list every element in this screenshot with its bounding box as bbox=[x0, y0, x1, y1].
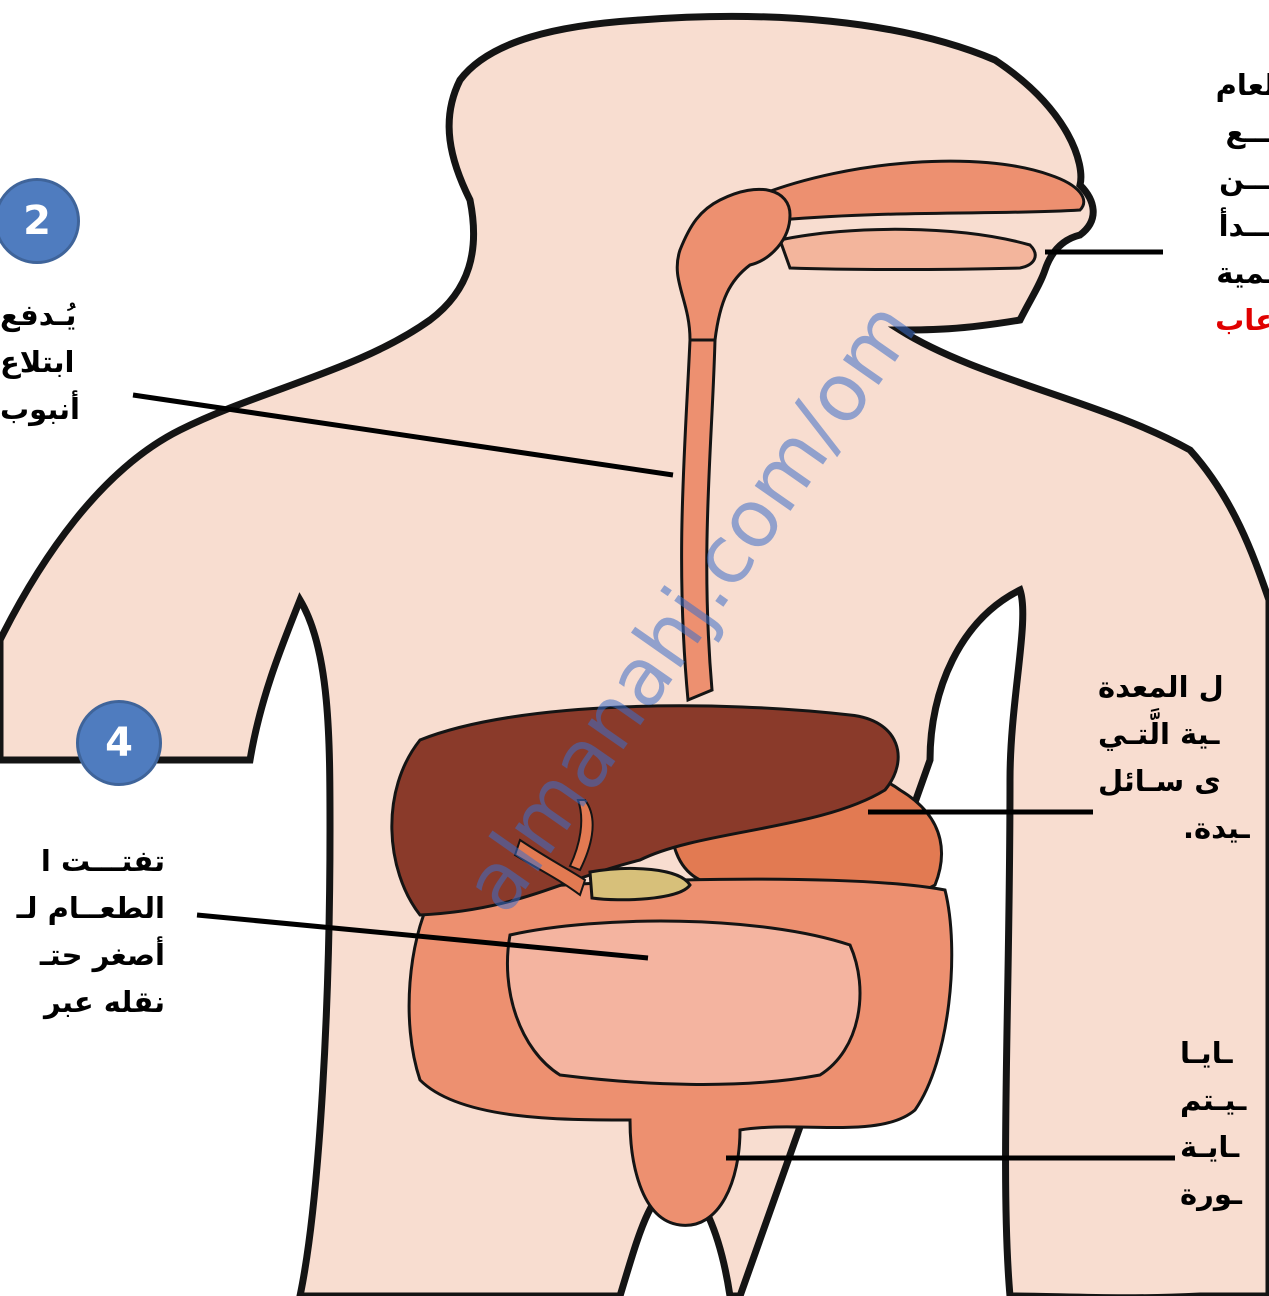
label-large-intestine-line: ـايـا bbox=[1180, 1030, 1269, 1077]
step-badge-4: 4 bbox=[76, 700, 162, 786]
label-large-intestine-line: ـورة bbox=[1180, 1171, 1269, 1218]
small-intestine bbox=[507, 921, 860, 1084]
label-small-intestine-line: الطعــام لـ bbox=[0, 885, 165, 932]
label-mouth-line: ـــن bbox=[1175, 156, 1269, 203]
label-mouth-line: ـمية bbox=[1175, 250, 1269, 297]
label-stomach-line: ل المعدة bbox=[1098, 664, 1269, 711]
label-small-intestine-line: نقله عبر bbox=[0, 979, 165, 1026]
label-large-intestine-line: ـيـتم bbox=[1180, 1077, 1269, 1124]
label-stomach-line: ـيدة. bbox=[1098, 805, 1269, 852]
label-esophagus-line: أنبوب bbox=[0, 386, 110, 433]
label-small-intestine: تفتـــت ا الطعــام لـ أصغر حتـ نقله عبر bbox=[0, 838, 165, 1026]
label-stomach-line: ى سـائل bbox=[1098, 758, 1269, 805]
label-mouth-line: لعام bbox=[1175, 62, 1269, 109]
label-mouth: لعام ـــع ـــن ـــدأ ـمية عاب bbox=[1175, 62, 1269, 344]
label-large-intestine: ـايـا ـيـتم ـايـة ـورة bbox=[1180, 1030, 1269, 1218]
label-mouth-line: ـــدأ bbox=[1175, 203, 1269, 250]
label-mouth-line: عاب bbox=[1175, 297, 1269, 344]
label-stomach-line: ـية الَّتـي bbox=[1098, 711, 1269, 758]
label-esophagus-line: يُـدفع bbox=[0, 292, 110, 339]
label-esophagus-line: ابتلاع bbox=[0, 339, 110, 386]
label-stomach: ل المعدة ـية الَّتـي ى سـائل ـيدة. bbox=[1098, 664, 1269, 852]
label-small-intestine-line: تفتـــت ا bbox=[0, 838, 165, 885]
label-small-intestine-line: أصغر حتـ bbox=[0, 932, 165, 979]
label-large-intestine-line: ـايـة bbox=[1180, 1124, 1269, 1171]
label-esophagus: يُـدفع ابتلاع أنبوب bbox=[0, 292, 110, 433]
gallbladder bbox=[590, 868, 690, 899]
label-mouth-line: ـــع bbox=[1175, 109, 1269, 156]
